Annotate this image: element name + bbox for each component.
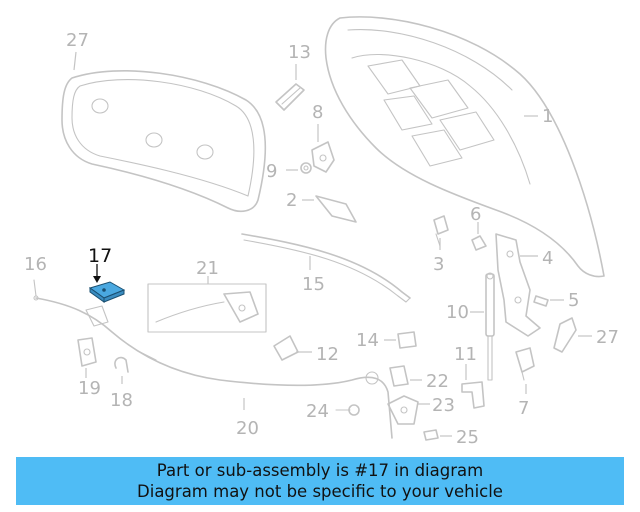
callout-label: 9 (266, 161, 277, 182)
part-23-latch[interactable] (387, 395, 419, 425)
callout-label-highlighted: 17 (88, 245, 112, 267)
part-19-handle-bracket[interactable] (77, 337, 97, 367)
info-banner: Part or sub-assembly is #17 in diagram D… (16, 457, 624, 505)
part-17-cable-clip[interactable] (88, 281, 126, 303)
callout-label: 27 (66, 30, 89, 51)
part-10-gas-strut[interactable] (485, 272, 495, 381)
callout-label: 7 (518, 398, 529, 419)
callout-label: 23 (432, 395, 455, 416)
part-16-cable-end[interactable] (33, 279, 39, 301)
part-13-molding[interactable] (275, 83, 305, 111)
part-4-hinge-right[interactable] (495, 233, 541, 337)
callout-label: 2 (286, 190, 297, 211)
callout-label: 14 (356, 330, 379, 351)
part-15-weatherstrip[interactable] (241, 233, 411, 303)
part-25-push-pin[interactable] (423, 429, 439, 441)
part-12-clip[interactable] (273, 335, 299, 361)
part-26-hood-insulator[interactable] (61, 70, 267, 213)
part-7-hinge-bracket[interactable] (515, 347, 535, 381)
part-18-hook-clip[interactable] (114, 356, 129, 373)
callout-label: 1 (542, 106, 553, 127)
callout-label: 11 (454, 344, 477, 365)
callout-label: 20 (236, 418, 259, 439)
callout-label: 3 (433, 254, 444, 275)
part-11-strut-bracket[interactable] (461, 381, 485, 409)
part-14-retainer[interactable] (397, 331, 417, 349)
callout-label: 25 (456, 427, 479, 448)
part-24-latch-bolt[interactable] (335, 404, 360, 416)
part-6-nut[interactable] (471, 235, 487, 251)
part-2-bracket-small[interactable] (315, 195, 357, 223)
callout-label: 24 (306, 401, 329, 422)
part-5-hinge-bolt[interactable] (533, 295, 549, 307)
part-21-release-handle-kit[interactable] (147, 283, 267, 333)
part-8-bracket[interactable] (311, 141, 335, 173)
parts-diagram: 27 1 13 8 9 2 15 (24, 16, 619, 448)
part-3-bumper-stop[interactable] (433, 215, 449, 247)
callout-label: 18 (110, 390, 133, 411)
callout-label: 16 (24, 254, 47, 275)
callout-label: 10 (446, 302, 469, 323)
callout-label: 22 (426, 371, 449, 392)
part-9-grommet[interactable] (300, 162, 312, 174)
part-27-strut-mount[interactable] (553, 317, 577, 353)
part-1-hood-panel[interactable] (324, 16, 605, 278)
part-20-release-cable[interactable] (35, 297, 393, 439)
callout-label: 12 (316, 344, 339, 365)
callout-label: 27 (596, 327, 619, 348)
callout-label: 15 (302, 274, 325, 295)
callout-label: 19 (78, 378, 101, 399)
banner-line-part: Part or sub-assembly is #17 in diagram (156, 461, 484, 480)
callout-label: 4 (542, 248, 553, 269)
banner-line-disclaimer: Diagram may not be specific to your vehi… (137, 482, 503, 501)
callout-label: 6 (470, 204, 481, 225)
callout-label: 13 (288, 42, 311, 63)
callout-label: 5 (568, 290, 579, 311)
callout-label: 21 (196, 258, 219, 279)
part-22-latch-clip[interactable] (389, 365, 409, 387)
callout-label: 8 (312, 102, 323, 123)
